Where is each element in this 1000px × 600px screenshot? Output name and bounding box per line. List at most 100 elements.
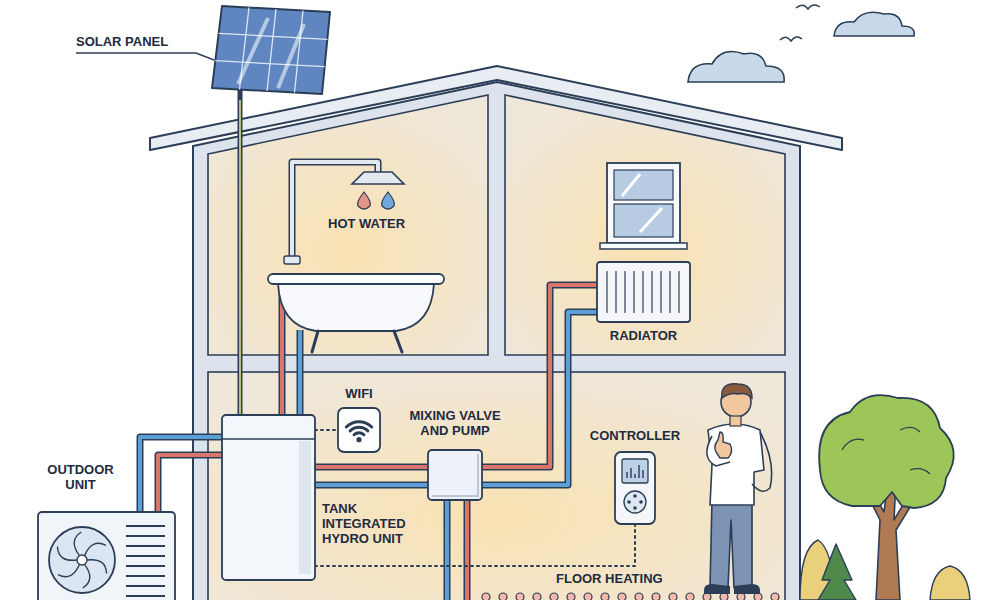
label-anchor: HOT WATER [328,216,405,231]
grille-slat [126,545,165,547]
cloud [688,52,784,82]
fan-blade [57,547,77,561]
panel-glint [238,18,304,88]
window-sill [600,243,687,249]
bathtub-feet [312,331,402,352]
red-pipe [315,465,428,469]
part-label: RADIATOR [577,328,710,343]
solar-panel-outline [208,4,332,100]
part-label: WIFI [318,386,400,401]
outdoor-unit-outline [38,512,175,600]
wifi-arc [350,427,368,431]
pine [818,544,856,600]
controller-pad [624,491,646,513]
outdoor-unit: OUTDOOR UNIT [38,512,175,600]
power-cable [239,100,241,415]
hydro-unit-tank: TANK INTEGRATED HYDRO UNIT [222,415,315,580]
coil [720,593,728,600]
thumbs-up [715,432,732,458]
radiator-outline [597,262,690,322]
pad-button [639,500,643,504]
panel-grid [219,33,328,39]
pipe-outline [140,437,222,512]
shower-head [352,172,404,184]
bird [780,37,802,41]
controller-body [615,452,655,524]
pipe-outline [158,455,222,512]
pipe-outline [482,312,597,485]
pad-button [627,500,631,504]
radiator-fin [606,271,607,313]
grille-slat [126,565,165,567]
mixing-valve-outline [428,450,482,500]
person-legs [710,500,752,588]
hydro-unit-tank-outline [222,415,315,580]
radiator-fin [651,271,652,313]
valve-box [428,450,482,500]
grille-slat [126,575,165,577]
grille-slat [126,555,165,557]
fan-blade [87,560,107,574]
coil [516,593,524,600]
outdoor-unit-body [38,512,175,600]
pipe-outline [238,100,243,415]
cloud [834,12,914,36]
coil [754,593,762,600]
pipe-connector [240,100,241,415]
coil [499,593,507,600]
screen-bars [627,465,643,478]
tank-cap [222,438,315,439]
cold-pipe [298,330,302,418]
solar-panel [212,6,330,94]
signal-line [315,429,338,431]
pipe-outline [315,482,428,489]
grille-slat [126,595,165,597]
floor-pipe-cold [445,498,449,600]
wifi-module-outline [338,408,380,452]
floor-pipe-outline [447,498,467,600]
wifi-module: WIFI [338,408,380,452]
coil [584,593,592,600]
pipe-connector [482,285,597,485]
coil [703,593,711,600]
mixing-valve: MIXING VALVE AND PUMP [428,450,482,500]
fan-guard [49,527,115,593]
tank-shade [299,441,311,574]
coil [533,593,541,600]
fan-blade [83,564,90,588]
radiator-fin [615,271,616,313]
bathtub [278,283,434,331]
coil [601,593,609,600]
wifi-arc [346,422,371,427]
part-label: SOLAR PANEL [76,34,196,49]
radiator-fin [633,271,634,313]
controller: CONTROLLER [615,452,655,524]
room-label: HOT WATER [328,216,405,231]
bathroom [208,95,488,355]
fan-blade [74,532,81,556]
shrub [930,566,970,600]
grille-slat [126,525,165,527]
pipe-outline [315,464,428,471]
cold-drop [382,192,395,209]
coil [652,593,660,600]
coil [618,593,626,600]
tub-faucet [284,256,300,264]
coil [771,593,779,600]
pipe-connector [315,467,428,485]
pipe-connector [315,430,338,431]
coil [635,593,643,600]
pad-button [633,494,637,498]
grille-slat [126,585,165,587]
floor-heating-coils [482,593,779,600]
panel-grid [295,11,304,93]
floor-pipe-hot [465,498,469,600]
coil [669,593,677,600]
tree-leaf-detail [842,427,930,474]
blue-pipe [140,437,222,512]
part-label: TANK INTEGRATED HYDRO UNIT [322,501,432,546]
label-anchor: FLOOR HEATING [556,571,663,586]
controller-screen [622,459,648,483]
